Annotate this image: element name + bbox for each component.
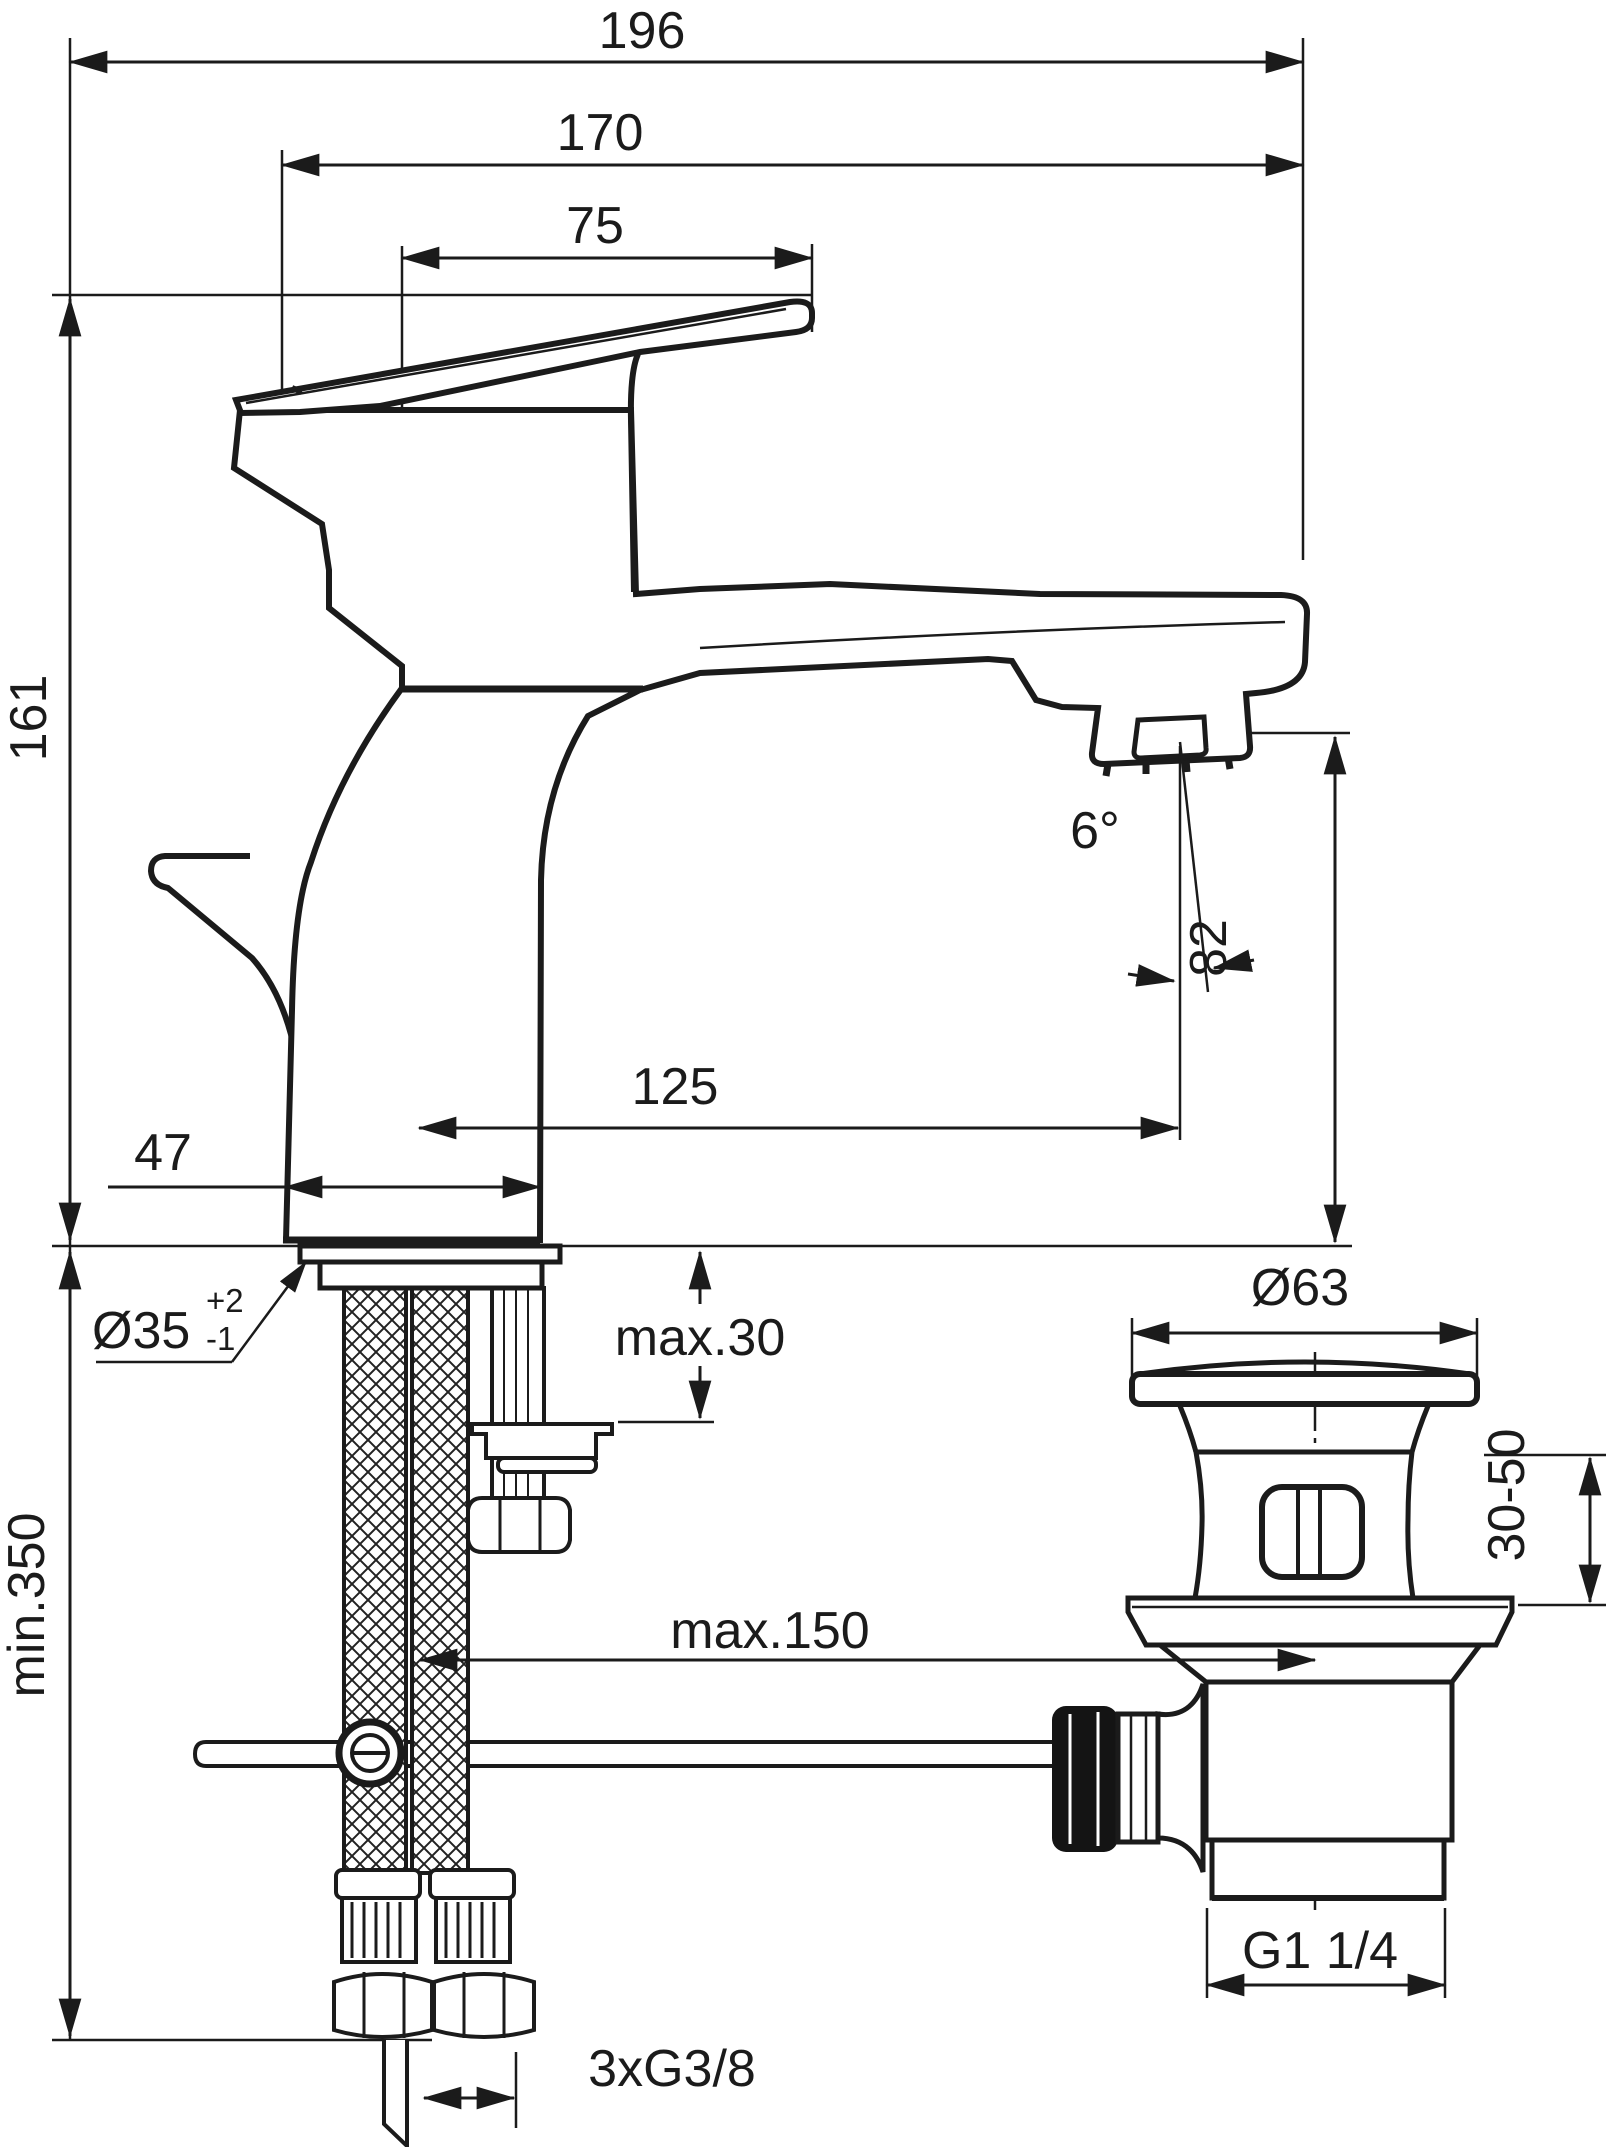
waste-thread — [1209, 1837, 1447, 1901]
dimension-max30: max.30 — [615, 1250, 786, 1424]
dim-label-47: 47 — [134, 1124, 192, 1182]
pop-up-rod-knob — [335, 1718, 405, 1788]
dim-label-dia63: Ø63 — [1251, 1259, 1349, 1317]
hex-nut-left — [332, 1972, 434, 2039]
dim-label-3xg38: 3xG3/8 — [588, 2040, 756, 2098]
waste-lower-flange — [1125, 1595, 1515, 1648]
dimension-47: 47 — [108, 1124, 542, 1199]
dim-label-dia35: Ø35 — [92, 1302, 190, 1360]
dimension-30-50: 30-50 — [1478, 1429, 1606, 1607]
dim-label-tol-plus: +2 — [206, 1282, 244, 1319]
dim-label-196: 196 — [599, 2, 686, 60]
spout-inner-line — [699, 620, 1286, 650]
faucet — [147, 298, 1310, 1291]
dim-label-max150: max.150 — [670, 1602, 869, 1660]
dim-label-82: 82 — [1180, 919, 1238, 977]
faucet-body-outline — [230, 407, 1310, 1243]
dim-label-min350: min.350 — [0, 1513, 56, 1698]
base-escutcheon — [317, 1259, 545, 1291]
handle-rear-tab — [147, 853, 301, 1067]
mounting-nut — [466, 1496, 572, 1554]
dimension-3xg38: 3xG3/8 — [422, 2040, 756, 2128]
handle-mark — [290, 385, 304, 395]
plug-flange — [1129, 1371, 1480, 1407]
dimension-75: 75 — [400, 197, 814, 270]
supply-hoses — [332, 1286, 546, 2147]
mounting-hardware — [466, 1422, 614, 1554]
dim-label-max30: max.30 — [615, 1309, 786, 1367]
aerator — [1102, 714, 1234, 777]
mounting-plate — [470, 1422, 614, 1460]
handle-front-edge — [627, 352, 641, 593]
dimension-170: 170 — [280, 104, 1305, 177]
copper-pipe — [382, 2040, 409, 2147]
dimension-hole-diameter: Ø35 +2 -1 — [92, 1260, 308, 1364]
spring-clip — [496, 1456, 598, 1474]
dimension-82: 82 — [1180, 735, 1347, 1244]
braided-hose-right — [410, 1286, 470, 1875]
dimension-min350: min.350 — [0, 1250, 82, 2038]
pop-up-rod — [192, 1740, 1058, 1768]
rod-cone-joint — [1155, 1683, 1206, 1873]
dim-label-170: 170 — [557, 104, 644, 162]
drain-assembly — [1052, 1352, 1515, 1910]
dimension-g114: G1 1/4 — [1205, 1908, 1447, 1998]
dim-label-6deg: 6° — [1070, 802, 1120, 860]
dim-label-161: 161 — [0, 675, 58, 762]
dim-label-30-50: 30-50 — [1478, 1429, 1536, 1562]
plug-dome — [1139, 1359, 1471, 1377]
dim-label-75: 75 — [566, 197, 624, 255]
dimension-dia63: Ø63 — [1130, 1259, 1479, 1380]
overflow-window — [1259, 1484, 1365, 1580]
waste-tailpipe — [1203, 1679, 1455, 1843]
dim-label-125: 125 — [632, 1058, 719, 1116]
handle-lever — [231, 298, 815, 417]
dim-label-g114: G1 1/4 — [1242, 1922, 1398, 1980]
dimension-max150: max.150 — [418, 1602, 1317, 1672]
dimension-125: 125 — [417, 1058, 1180, 1140]
hex-nut-right — [432, 1972, 536, 2039]
dimension-6deg: 6° — [1070, 741, 1255, 1140]
dimension-161: 161 — [0, 297, 82, 1242]
rod-clamp — [1052, 1706, 1118, 1852]
dimension-196: 196 — [68, 2, 1305, 74]
dim-label-tol-minus: -1 — [206, 1320, 235, 1357]
